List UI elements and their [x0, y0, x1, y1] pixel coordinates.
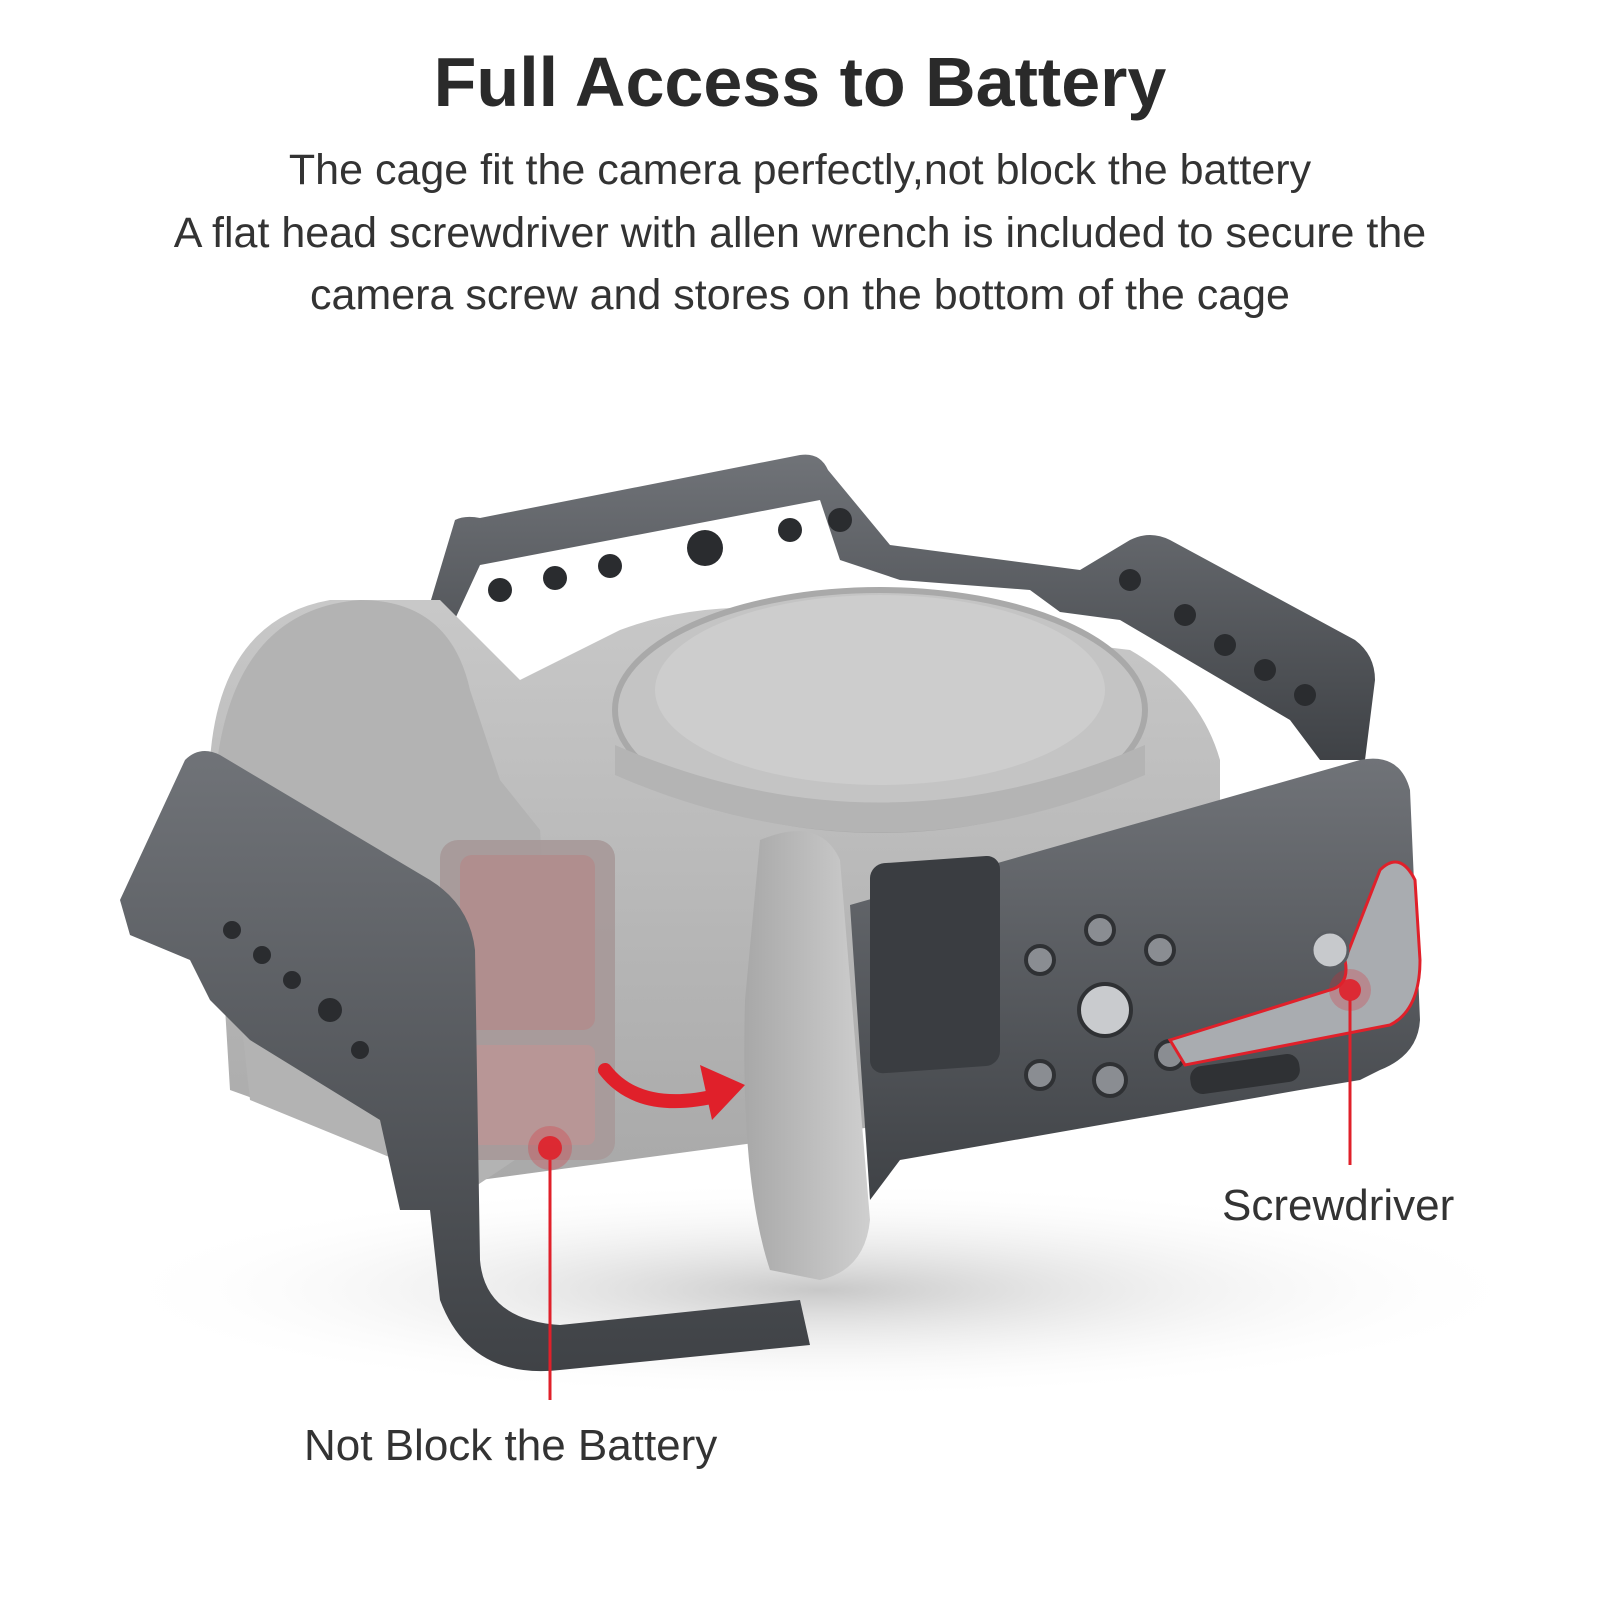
screwdriver-knob [1310, 930, 1350, 970]
battery-door [744, 831, 870, 1280]
cage-left-side [120, 751, 810, 1372]
screwdriver-marker [1339, 979, 1361, 1001]
bottom-plate-screws [1024, 914, 1186, 1098]
screwdriver-tool [1167, 860, 1422, 1067]
left-side-holes [223, 921, 369, 1059]
description-line-1: The cage fit the camera perfectly,not bl… [288, 146, 1312, 194]
bottom-plate-recess [870, 856, 1000, 1074]
open-arrow-icon [598, 1063, 727, 1109]
headline: Full Access to Battery [433, 43, 1167, 121]
description-line-2: A flat head screwdriver with allen wrenc… [173, 209, 1427, 257]
description-line-3: camera screw and stores on the bottom of… [310, 271, 1290, 319]
callout-screwdriver: Screwdriver [1222, 1181, 1455, 1230]
callout-not-block-battery: Not Block the Battery [304, 1421, 718, 1470]
top-rail-holes [488, 508, 1316, 706]
bottom-plate-slot [1190, 1054, 1300, 1094]
battery-marker [538, 1136, 562, 1160]
